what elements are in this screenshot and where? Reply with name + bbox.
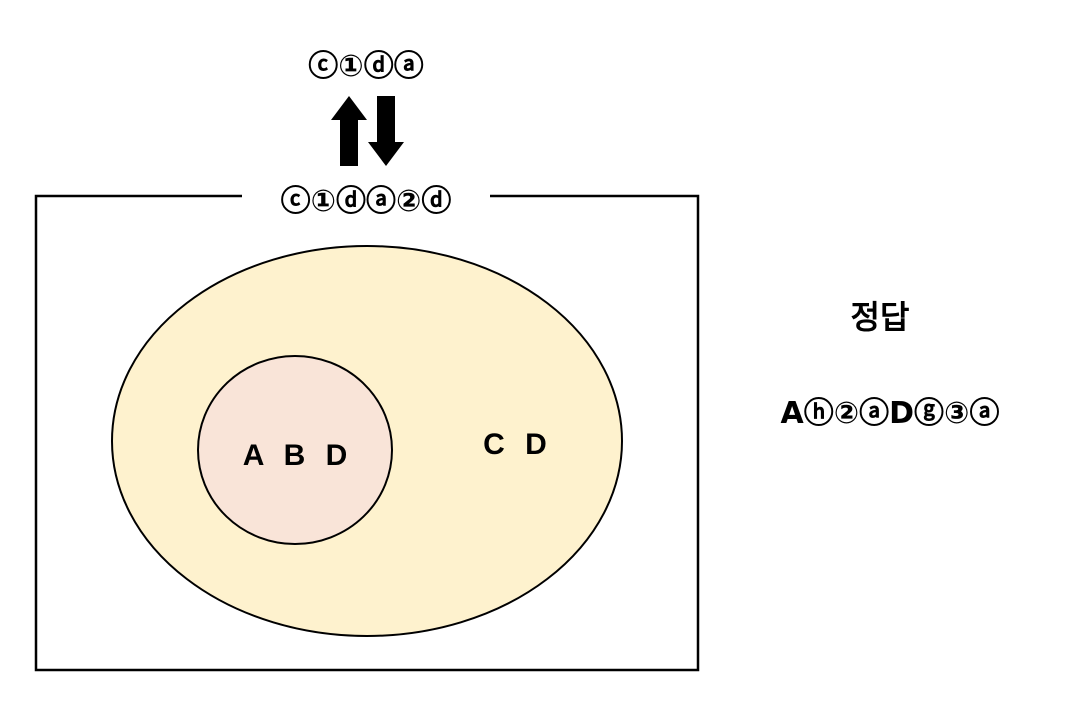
- bidirectional-arrow-icon: [331, 96, 404, 166]
- inner-set-label: A B D: [243, 439, 354, 472]
- universal-set-frame: [34, 194, 700, 672]
- top-label: ⓒ①ⓓⓐ: [308, 49, 423, 84]
- down-arrow-icon: [368, 96, 404, 166]
- outer-set-label: C D: [483, 428, 553, 461]
- frame-label: ⓒ①ⓓⓐ②ⓓ: [281, 184, 452, 219]
- inner-set-circle: [197, 355, 393, 545]
- answer-text: Aⓗ②ⓐDⓖ③ⓐ: [780, 396, 1000, 431]
- up-arrow-icon: [331, 96, 367, 166]
- answer-heading: 정답: [850, 298, 910, 336]
